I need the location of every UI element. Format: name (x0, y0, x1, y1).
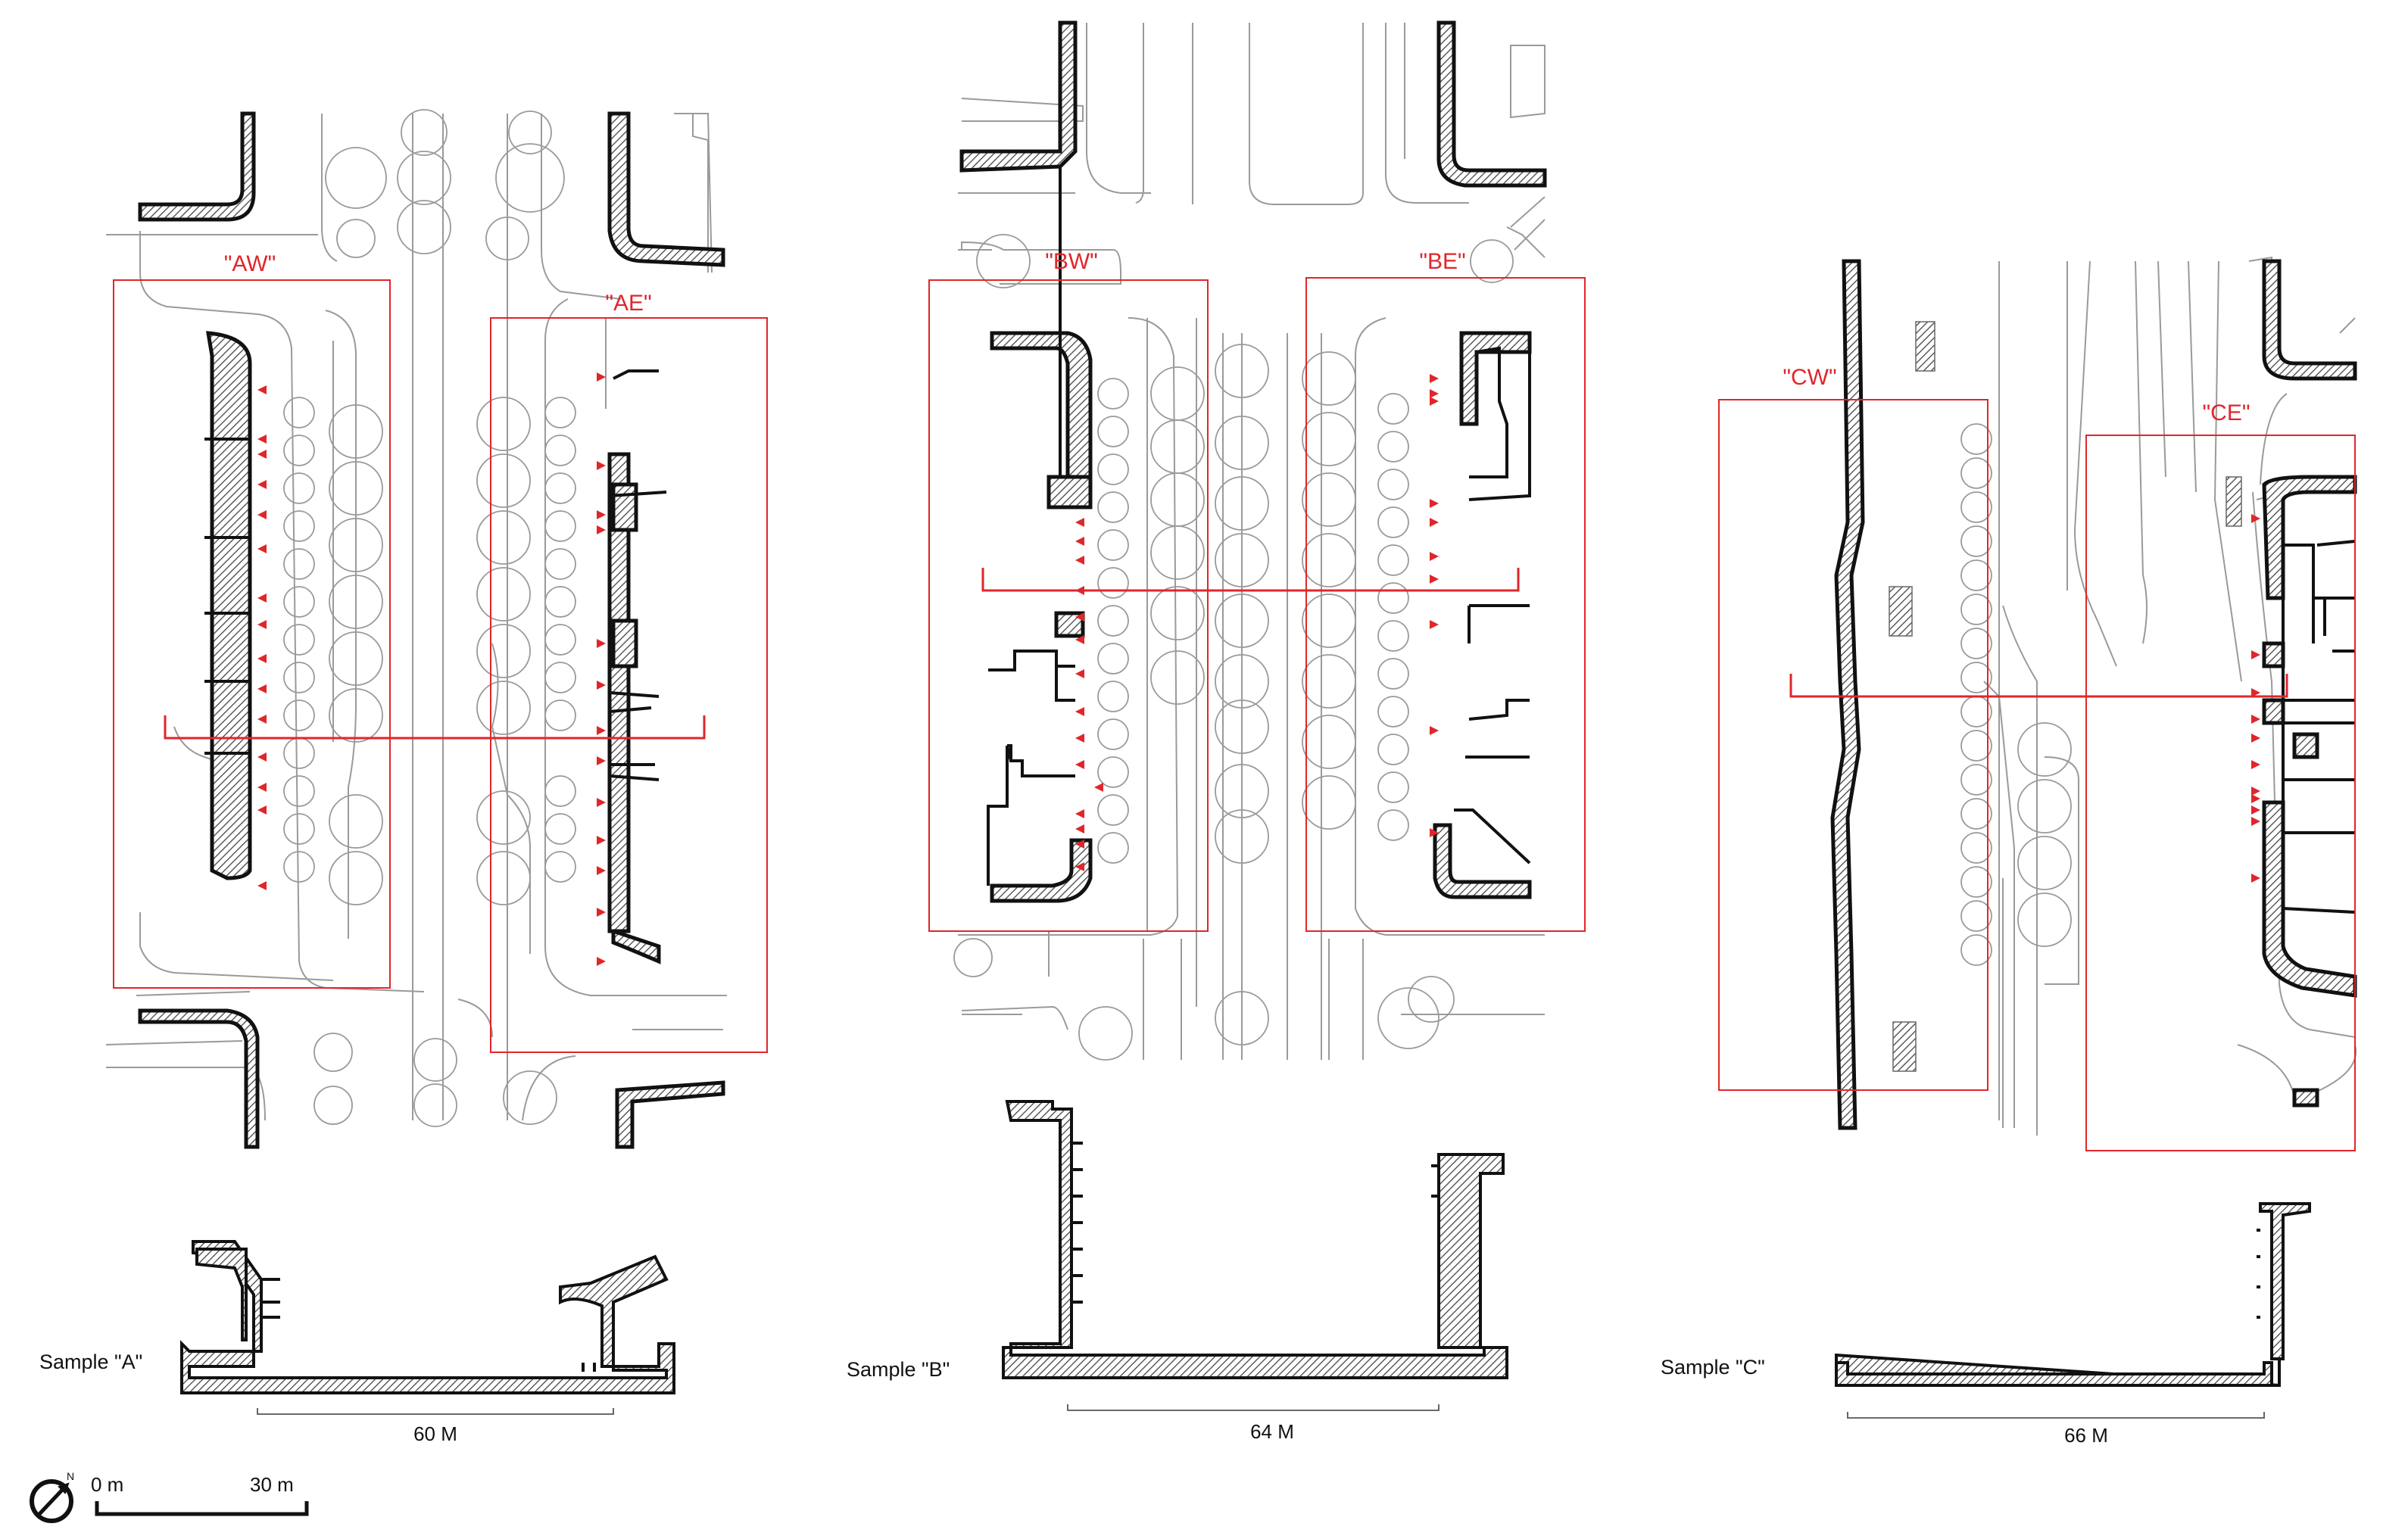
zone-ce-boundary (2085, 435, 2356, 1151)
plan-sample-c: "CW" "CE" (1718, 256, 2357, 1151)
property-lines-c (2282, 540, 2356, 914)
sample-c-caption: Sample "C" (1661, 1356, 1765, 1379)
zone-label-ae: "AE" (605, 291, 651, 316)
zone-be-boundary (1305, 277, 1586, 932)
plan-sample-b: "BW" "BE" (928, 20, 1586, 1061)
north-arrow-icon: N (30, 1470, 74, 1523)
street-furniture-c (1889, 321, 2242, 1072)
property-lines-a (204, 369, 667, 781)
section-sample-a (180, 1240, 675, 1394)
zone-cw-boundary (1718, 399, 1988, 1091)
section-cut-b (981, 568, 1520, 592)
section-cut-c (1789, 674, 2288, 698)
zone-bw-boundary (928, 279, 1209, 932)
dimension-lines (257, 1404, 2265, 1419)
scale-bar-end: 30 m (250, 1473, 294, 1496)
street-lines-a (105, 113, 727, 1121)
plan-sample-a: "AW" "AE" (105, 109, 768, 1149)
section-c-width: 66 M (2064, 1424, 2108, 1447)
street-lines-b (958, 23, 1546, 1060)
zone-label-aw: "AW" (224, 251, 276, 276)
sample-a-caption: Sample "A" (39, 1351, 142, 1373)
property-lines-b (987, 167, 1531, 886)
trees-b (953, 234, 1514, 1061)
sample-b-caption: Sample "B" (847, 1358, 950, 1381)
buildings-a (138, 111, 725, 1149)
entrance-markers-b (1075, 374, 1439, 871)
entrance-markers-a (257, 372, 606, 966)
section-a-width: 60 M (413, 1422, 457, 1445)
svg-text:N: N (67, 1470, 74, 1482)
zone-label-be: "BE" (1419, 249, 1465, 274)
section-cut-a (164, 715, 706, 740)
scale-bar: 0 m 30 m (91, 1473, 309, 1516)
zone-label-ce: "CE" (2203, 400, 2250, 425)
trees-a (283, 109, 576, 1127)
buildings-c (1830, 259, 2357, 1130)
section-sample-b (1002, 1100, 1508, 1379)
trees-c (1960, 423, 2072, 966)
entrance-markers-c (2251, 514, 2260, 883)
zone-label-bw: "BW" (1045, 249, 1098, 274)
buildings-b (959, 20, 1547, 903)
zone-aw-boundary (113, 279, 391, 989)
section-b-width: 64 M (1250, 1420, 1294, 1443)
zone-ae-boundary (490, 317, 768, 1053)
scale-bar-start: 0 m (91, 1473, 123, 1496)
section-sample-c (1835, 1202, 2311, 1388)
zone-label-cw: "CW" (1783, 365, 1836, 390)
